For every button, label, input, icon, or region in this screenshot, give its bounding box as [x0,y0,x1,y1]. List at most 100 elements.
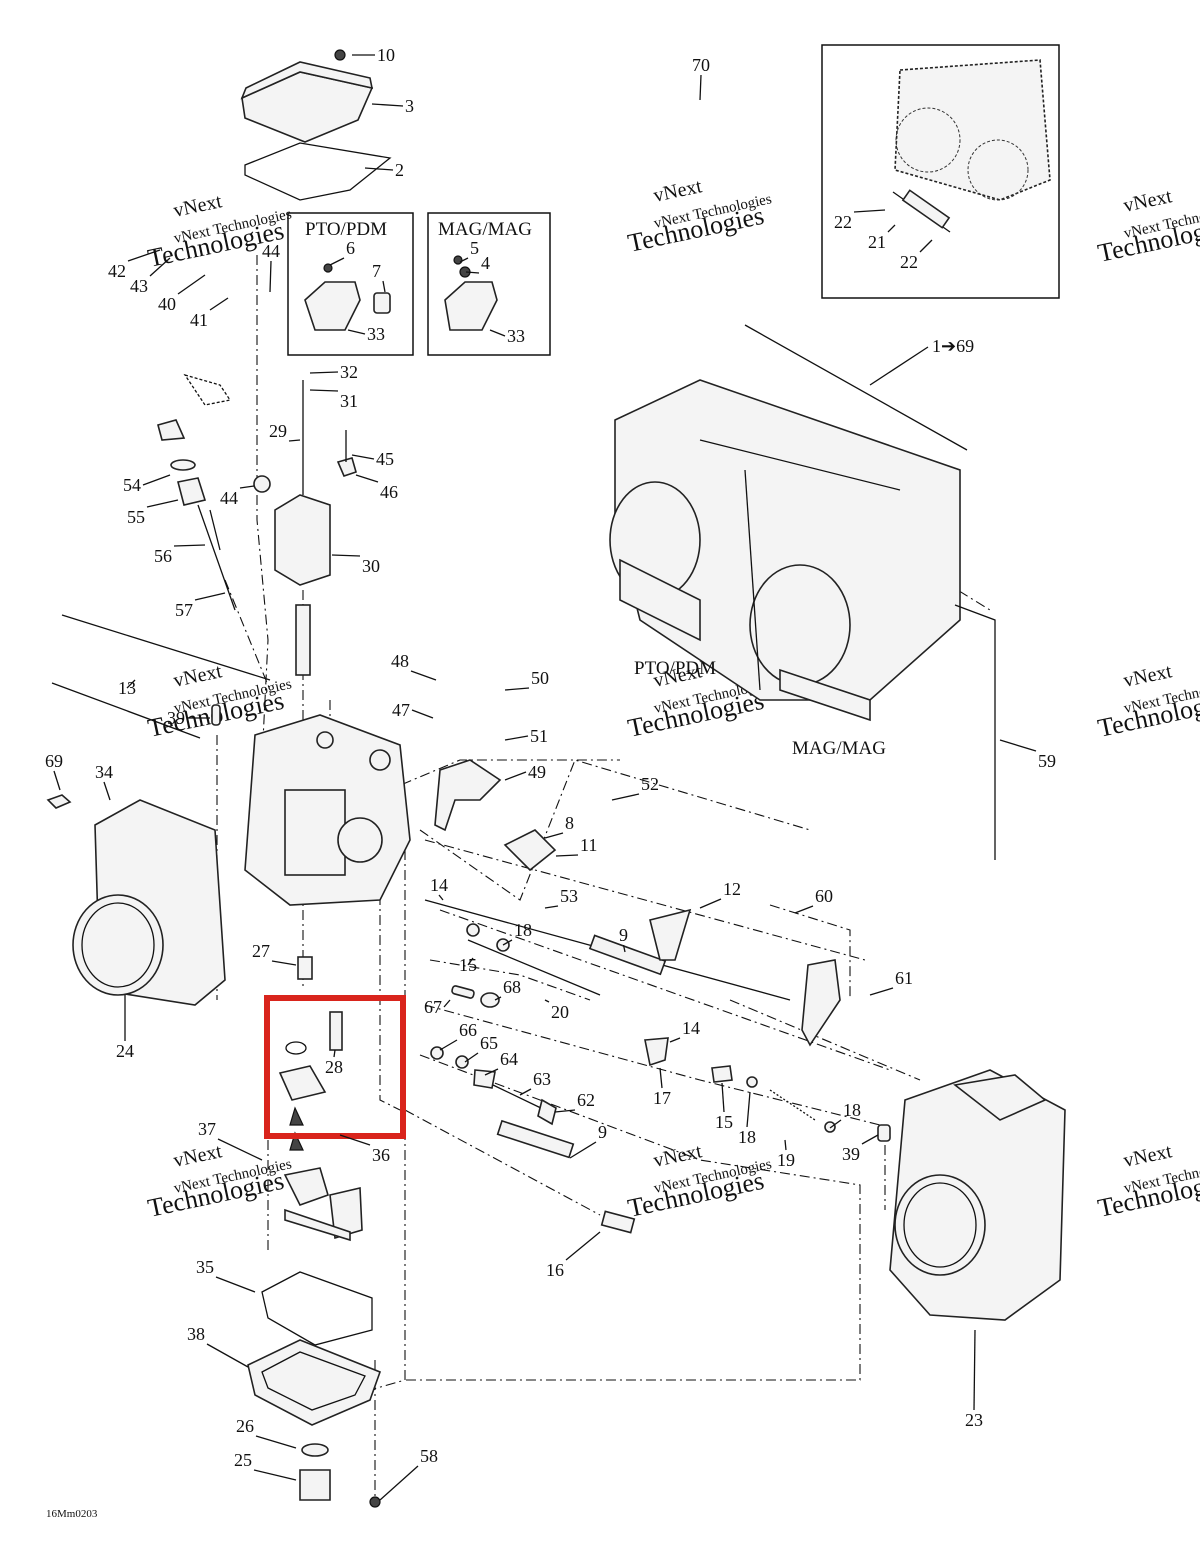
leader-line-23 [973,1329,976,1411]
leader-line-36 [339,1134,371,1146]
leader-line-48 [410,670,437,681]
callout-36: 36 [372,1145,390,1165]
float-bowl [247,1271,382,1508]
callout-58: 58 [420,1446,438,1466]
callout-6: 6 [346,238,355,258]
callout-39: 39 [167,708,185,728]
callout-labels: 1032706733543342434041442221223231294546… [45,45,1056,1470]
leader-line-37 [217,1138,263,1161]
carburetor-pair-assembly [609,324,996,860]
watermark-text: vNext [1121,185,1174,217]
callout-47: 47 [392,700,410,720]
callout-22: 22 [834,212,852,232]
callout-28: 28 [325,1057,343,1077]
leader-line-44 [269,260,272,293]
leader-line-42 [127,249,161,262]
callout-2: 2 [395,160,404,180]
leader-line-55 [146,499,179,508]
leader-line-9 [569,1141,597,1159]
leader-line-8 [544,832,564,839]
leader-line-68 [494,996,502,1001]
leader-line-46 [355,474,379,483]
callout-53: 53 [560,886,578,906]
leader-line-22 [919,239,933,253]
leader-line-54 [142,474,171,486]
callout-66: 66 [459,1020,477,1040]
callout-40: 40 [158,294,176,314]
callout-30: 30 [362,556,380,576]
callout-57: 57 [175,600,193,620]
leader-line-28 [333,1049,336,1058]
callout-14: 14 [430,875,448,895]
assembly-label-pto-pdm: PTO/PDM [634,658,716,679]
inset-pto-pdm: PTO/PDM [287,212,414,356]
callout-55: 55 [127,507,145,527]
leader-line-63 [519,1088,532,1096]
callout-52: 52 [641,774,659,794]
leader-line-29 [288,439,301,442]
leader-line-18 [829,1119,842,1129]
callout-63: 63 [533,1069,551,1089]
leader-line-38 [206,1343,249,1368]
leader-line-12 [699,898,722,909]
callout-64: 64 [500,1049,518,1069]
callout-9: 9 [619,925,628,945]
callout-68: 68 [503,977,521,997]
leader-line-69 [53,770,61,791]
leader-line-22 [853,209,886,213]
leader-line-2 [364,167,394,171]
callout-22: 22 [900,252,918,272]
leader-line-53 [544,905,559,909]
leader-line-19 [784,1139,787,1151]
leader-line-52 [611,793,640,801]
callout-33: 33 [367,324,385,344]
slide-and-needle [253,380,357,676]
watermark-text: vNext [1121,1140,1174,1172]
callout-18: 18 [738,1127,756,1147]
callout-70: 70 [692,55,710,75]
callout-5: 5 [470,238,479,258]
inset-mag-mag-title: MAG/MAG [438,219,532,240]
carburetor-body-right [877,1069,1066,1321]
assembly-label-mag-mag: MAG/MAG [792,738,886,759]
leader-line-49 [504,771,527,781]
callout-56: 56 [154,546,172,566]
leader-line-5 [459,257,469,263]
leader-line-33 [347,329,366,335]
callout-21: 21 [868,232,886,252]
leader-line-15 [721,1082,725,1113]
callout-51: 51 [530,726,548,746]
callout-62: 62 [577,1090,595,1110]
callout-10: 10 [377,45,395,65]
leader-line-25 [253,1469,297,1481]
leader-line-15 [467,957,474,966]
watermark-text: vNext [651,175,704,207]
choke-plunger [157,373,236,611]
callout-39: 39 [842,1144,860,1164]
leader-line-32 [309,371,339,374]
leader-line-14 [438,894,444,901]
leader-line-43 [149,257,171,277]
callout-15: 15 [715,1112,733,1132]
callout-15: 15 [459,955,477,975]
callout-27: 27 [252,941,270,961]
leader-line-47 [411,709,434,719]
watermark-text: vNext [171,660,224,692]
callout-60: 60 [815,886,833,906]
callout-37: 37 [198,1119,216,1139]
callout-12: 12 [723,879,741,899]
leader-line-58 [379,1465,419,1501]
callout-46: 46 [380,482,398,502]
leader-line-30 [331,554,361,557]
callout-17: 17 [653,1088,671,1108]
callout-42: 42 [108,261,126,281]
leader-line-62 [554,1109,576,1113]
leader-line-66 [439,1039,458,1051]
main-jet-assembly [278,956,343,1151]
leader-line-41 [209,297,229,311]
callout-44: 44 [220,488,238,508]
callout-33: 33 [507,326,525,346]
callout-34: 34 [95,762,113,782]
leader-line-7 [382,280,386,293]
